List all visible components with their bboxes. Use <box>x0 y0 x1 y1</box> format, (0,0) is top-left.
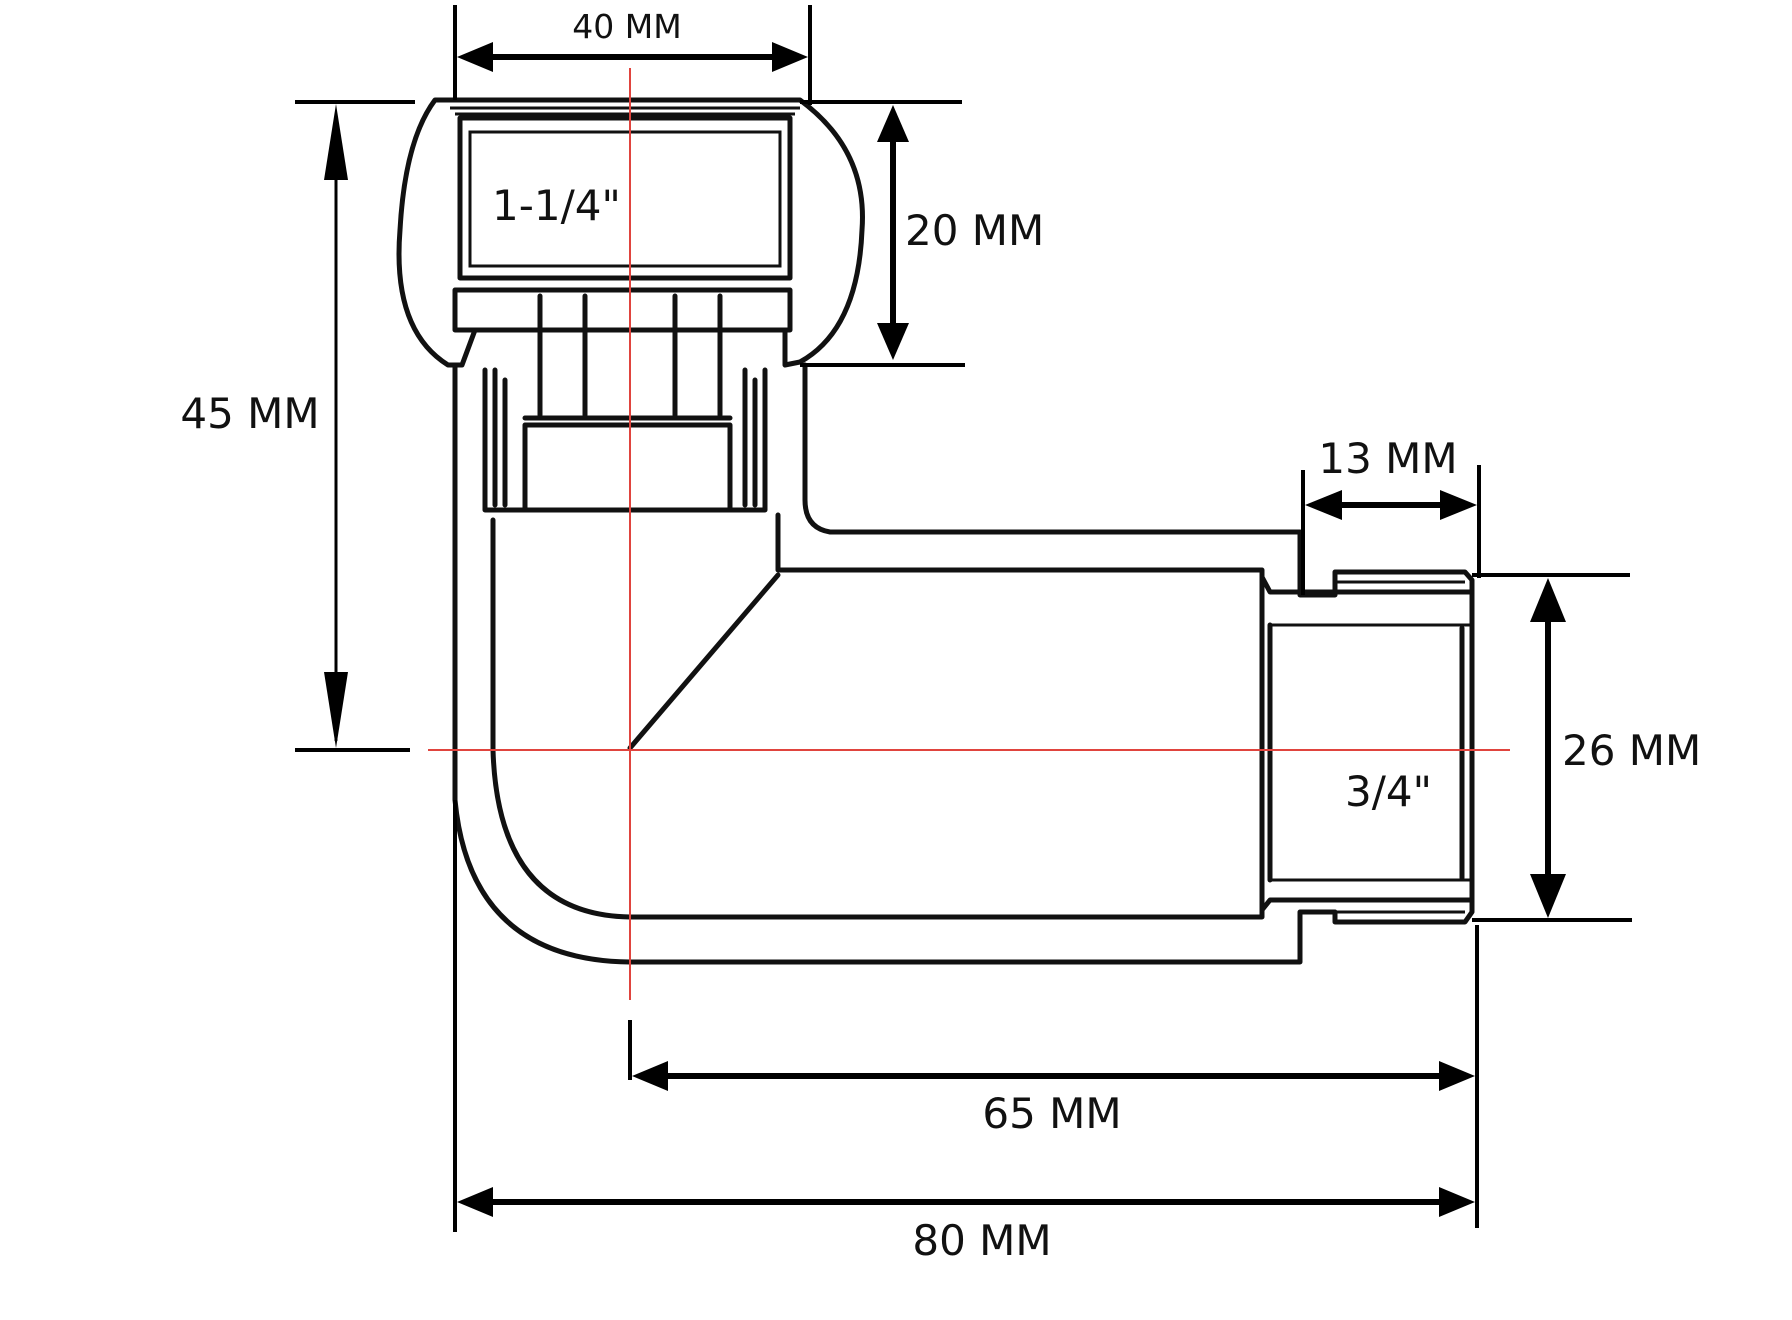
dimension-26mm: 26 MM <box>1530 578 1701 918</box>
arrowhead-top <box>877 105 909 142</box>
side-thread-body-bottom <box>1259 897 1475 913</box>
side-thread-chamfer <box>1335 580 1465 914</box>
side-thread-crest <box>1270 623 1472 882</box>
arrowhead-bottom <box>1530 874 1566 918</box>
dimension-label: 65 MM <box>982 1089 1121 1138</box>
arrowhead-top <box>324 104 348 180</box>
dimension-label: 20 MM <box>905 206 1044 255</box>
dimension-label: 45 MM <box>180 389 319 438</box>
dimension-label: 26 MM <box>1562 726 1701 775</box>
thread-label-top: 1-1/4" <box>492 181 621 230</box>
arrowhead-right <box>1439 1061 1475 1091</box>
arrowhead-bottom <box>877 323 909 360</box>
elbow-inner <box>490 512 1265 920</box>
arrowhead-bottom <box>324 672 348 748</box>
neck-thread-right <box>742 367 758 508</box>
arrowhead-left <box>457 1187 493 1217</box>
dimension-40mm: 40 MM <box>457 7 808 72</box>
center-lines <box>428 68 1510 1000</box>
arrowhead-right <box>772 42 808 72</box>
extension-lines <box>295 5 1632 1232</box>
arrowhead-top <box>1530 578 1566 622</box>
top-nut-outline <box>396 97 865 368</box>
dimension-20mm: 20 MM <box>877 105 1044 360</box>
dimension-label: 40 MM <box>572 7 681 46</box>
fitting-body <box>396 97 1475 965</box>
neck-thread-left <box>492 367 508 508</box>
dimension-80mm: 80 MM <box>457 1187 1475 1265</box>
dimension-13mm: 13 MM <box>1305 434 1477 520</box>
top-thread-window-inner <box>468 130 782 268</box>
dimension-label: 13 MM <box>1318 434 1457 483</box>
thread-label-side: 3/4" <box>1345 767 1432 816</box>
dimension-45mm: 45 MM <box>180 104 348 748</box>
side-thread-body <box>1259 574 1475 595</box>
dimension-label: 80 MM <box>912 1216 1051 1265</box>
arrowhead-left <box>632 1061 668 1091</box>
elbow-outer <box>452 362 1475 965</box>
dimension-65mm: 65 MM <box>632 1061 1475 1138</box>
elbow-miter <box>627 572 781 751</box>
top-thread-window <box>457 115 793 281</box>
arrowhead-left <box>1305 490 1342 520</box>
arrowhead-right <box>1440 490 1477 520</box>
neck-collar <box>522 422 733 513</box>
top-nut-hex <box>452 287 793 333</box>
arrowhead-left <box>457 42 493 72</box>
arrowhead-right <box>1439 1187 1475 1217</box>
